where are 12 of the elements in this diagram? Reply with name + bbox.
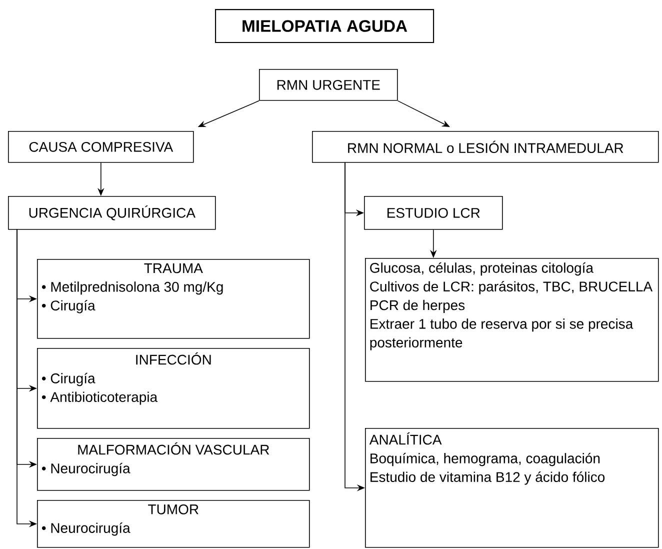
process-box: TUMOR • Neurocirugía <box>37 500 310 548</box>
process-box: Glucosa, células, proteinas citología Cultivos de LCR: parásitos, TBC, BRUCELLA PCR de herpes Extraer 1 tubo de reserva por si se precisa posteriormente <box>365 258 659 382</box>
process-box: INFECCIÓN • Cirugía • Antibioticoterapia <box>37 348 310 429</box>
process-box: URGENCIA QUIRÚRGICA <box>8 196 216 230</box>
title-box: MIELOPATIA AGUDA <box>215 9 434 44</box>
process-box: CAUSA COMPRESIVA <box>8 131 194 163</box>
process-box: TRAUMA • Metilprednisolona 30 mg/Kg • Cirugía <box>37 259 310 339</box>
process-box: RMN URGENTE <box>259 69 398 101</box>
process-box: RMN NORMAL o LESIÓN INTRAMEDULAR <box>312 131 659 163</box>
process-box: MALFORMACIÓN VASCULAR • Neurocirugía <box>37 438 310 491</box>
process-box: ANALÍTICA Boquímica, hemograma, coagulación Estudio de vitamina B12 y ácido fólico <box>365 428 659 548</box>
process-box: ESTUDIO LCR <box>364 196 503 230</box>
